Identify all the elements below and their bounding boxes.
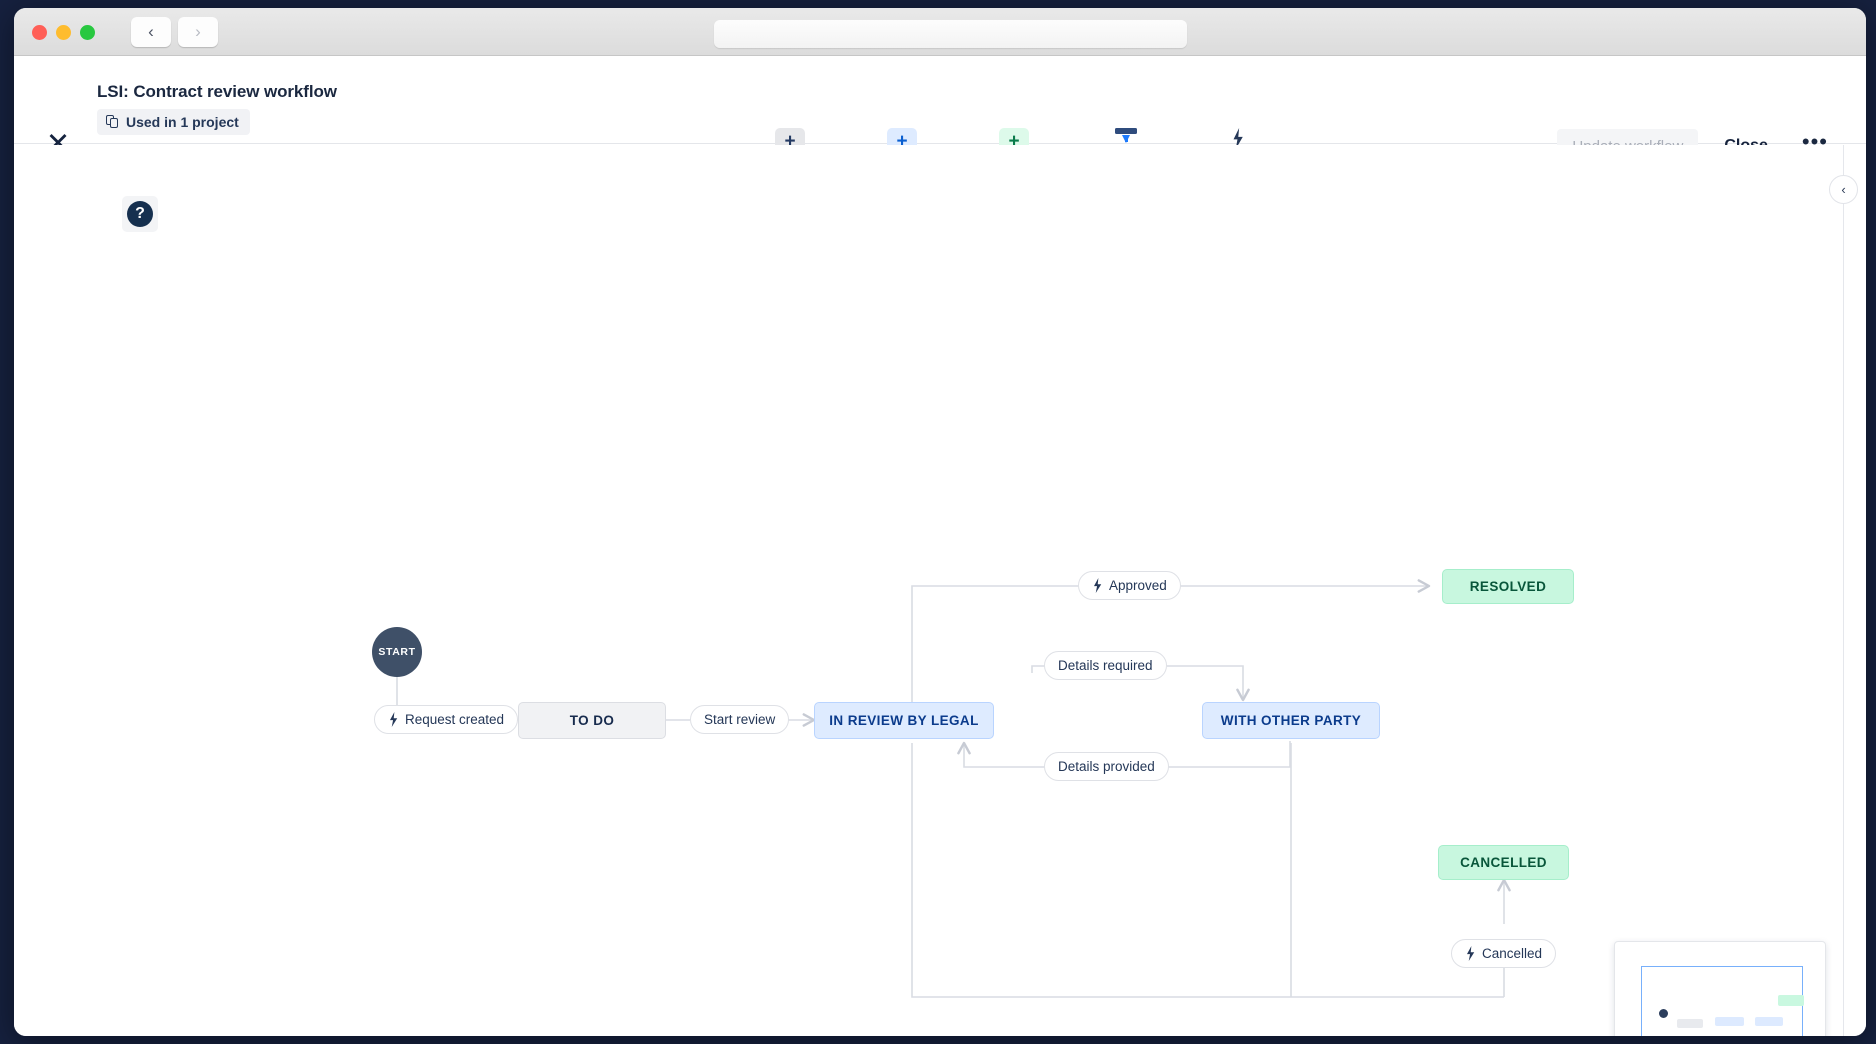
node-resolved[interactable]: RESOLVED [1442, 569, 1574, 604]
rule-bolt-icon [389, 712, 398, 727]
transition-request-created[interactable]: Request created [374, 705, 519, 734]
node-with-other-party[interactable]: WITH OTHER PARTY [1202, 702, 1380, 739]
back-icon[interactable]: ‹ [131, 17, 171, 47]
workflow-graph: START TO DO IN REVIEW BY LEGAL WITH OTHE… [14, 145, 1866, 1036]
minimize-window-button[interactable] [56, 25, 71, 40]
transition-label: Start review [704, 712, 776, 727]
help-button[interactable]: ? [122, 196, 158, 232]
workflow-header: ✕ LSI: Contract review workflow Used in … [14, 56, 1866, 177]
node-in-review-by-legal[interactable]: IN REVIEW BY LEGAL [814, 702, 994, 739]
rule-bolt-icon [1466, 946, 1475, 961]
workflow-edges [396, 579, 1511, 998]
navigation-buttons: ‹ › [131, 17, 218, 47]
node-start[interactable]: START [372, 627, 422, 677]
transition-label: Cancelled [1482, 946, 1543, 961]
transition-cancelled[interactable]: Cancelled [1451, 939, 1557, 968]
transition-label: Approved [1109, 578, 1167, 593]
browser-window: ‹ › ✕ LSI: Contract review workflow Used… [14, 8, 1866, 1036]
minimap-node-todo [1677, 1019, 1703, 1028]
address-bar[interactable] [714, 20, 1187, 48]
page-title: LSI: Contract review workflow [97, 82, 337, 101]
rule-bolt-icon [1233, 128, 1243, 149]
node-cancelled[interactable]: CANCELLED [1438, 845, 1569, 880]
transition-label: Details required [1058, 658, 1153, 673]
transition-label: Details provided [1058, 759, 1155, 774]
zoom-window-button[interactable] [80, 25, 95, 40]
minimap-node-resolved [1778, 995, 1804, 1006]
panel-divider [1843, 145, 1844, 1036]
help-icon: ? [127, 201, 153, 227]
workflow-canvas[interactable]: ? ‹ [14, 145, 1866, 1036]
collapse-panel-button[interactable]: ‹ [1829, 175, 1858, 204]
transition-approved[interactable]: Approved [1078, 571, 1181, 600]
minimap-node-in-review [1715, 1017, 1744, 1026]
minimap[interactable] [1614, 941, 1826, 1036]
rule-bolt-icon [1093, 578, 1102, 593]
transition-start-review[interactable]: Start review [690, 705, 790, 734]
transition-label: Request created [405, 712, 505, 727]
node-todo[interactable]: TO DO [518, 702, 666, 739]
transition-details-required[interactable]: Details required [1044, 651, 1167, 680]
minimap-node-other-party [1755, 1017, 1783, 1026]
title-block: LSI: Contract review workflow Used in 1 … [97, 82, 337, 135]
traffic-lights [32, 25, 95, 40]
copy-icon [106, 115, 119, 129]
window-titlebar: ‹ › [14, 8, 1866, 56]
minimap-node-start [1659, 1009, 1668, 1018]
close-window-button[interactable] [32, 25, 47, 40]
transition-details-provided[interactable]: Details provided [1044, 752, 1169, 781]
forward-icon[interactable]: › [178, 17, 218, 47]
used-in-badge[interactable]: Used in 1 project [97, 109, 250, 135]
minimap-viewport[interactable] [1641, 966, 1804, 1036]
used-in-label: Used in 1 project [126, 114, 239, 130]
